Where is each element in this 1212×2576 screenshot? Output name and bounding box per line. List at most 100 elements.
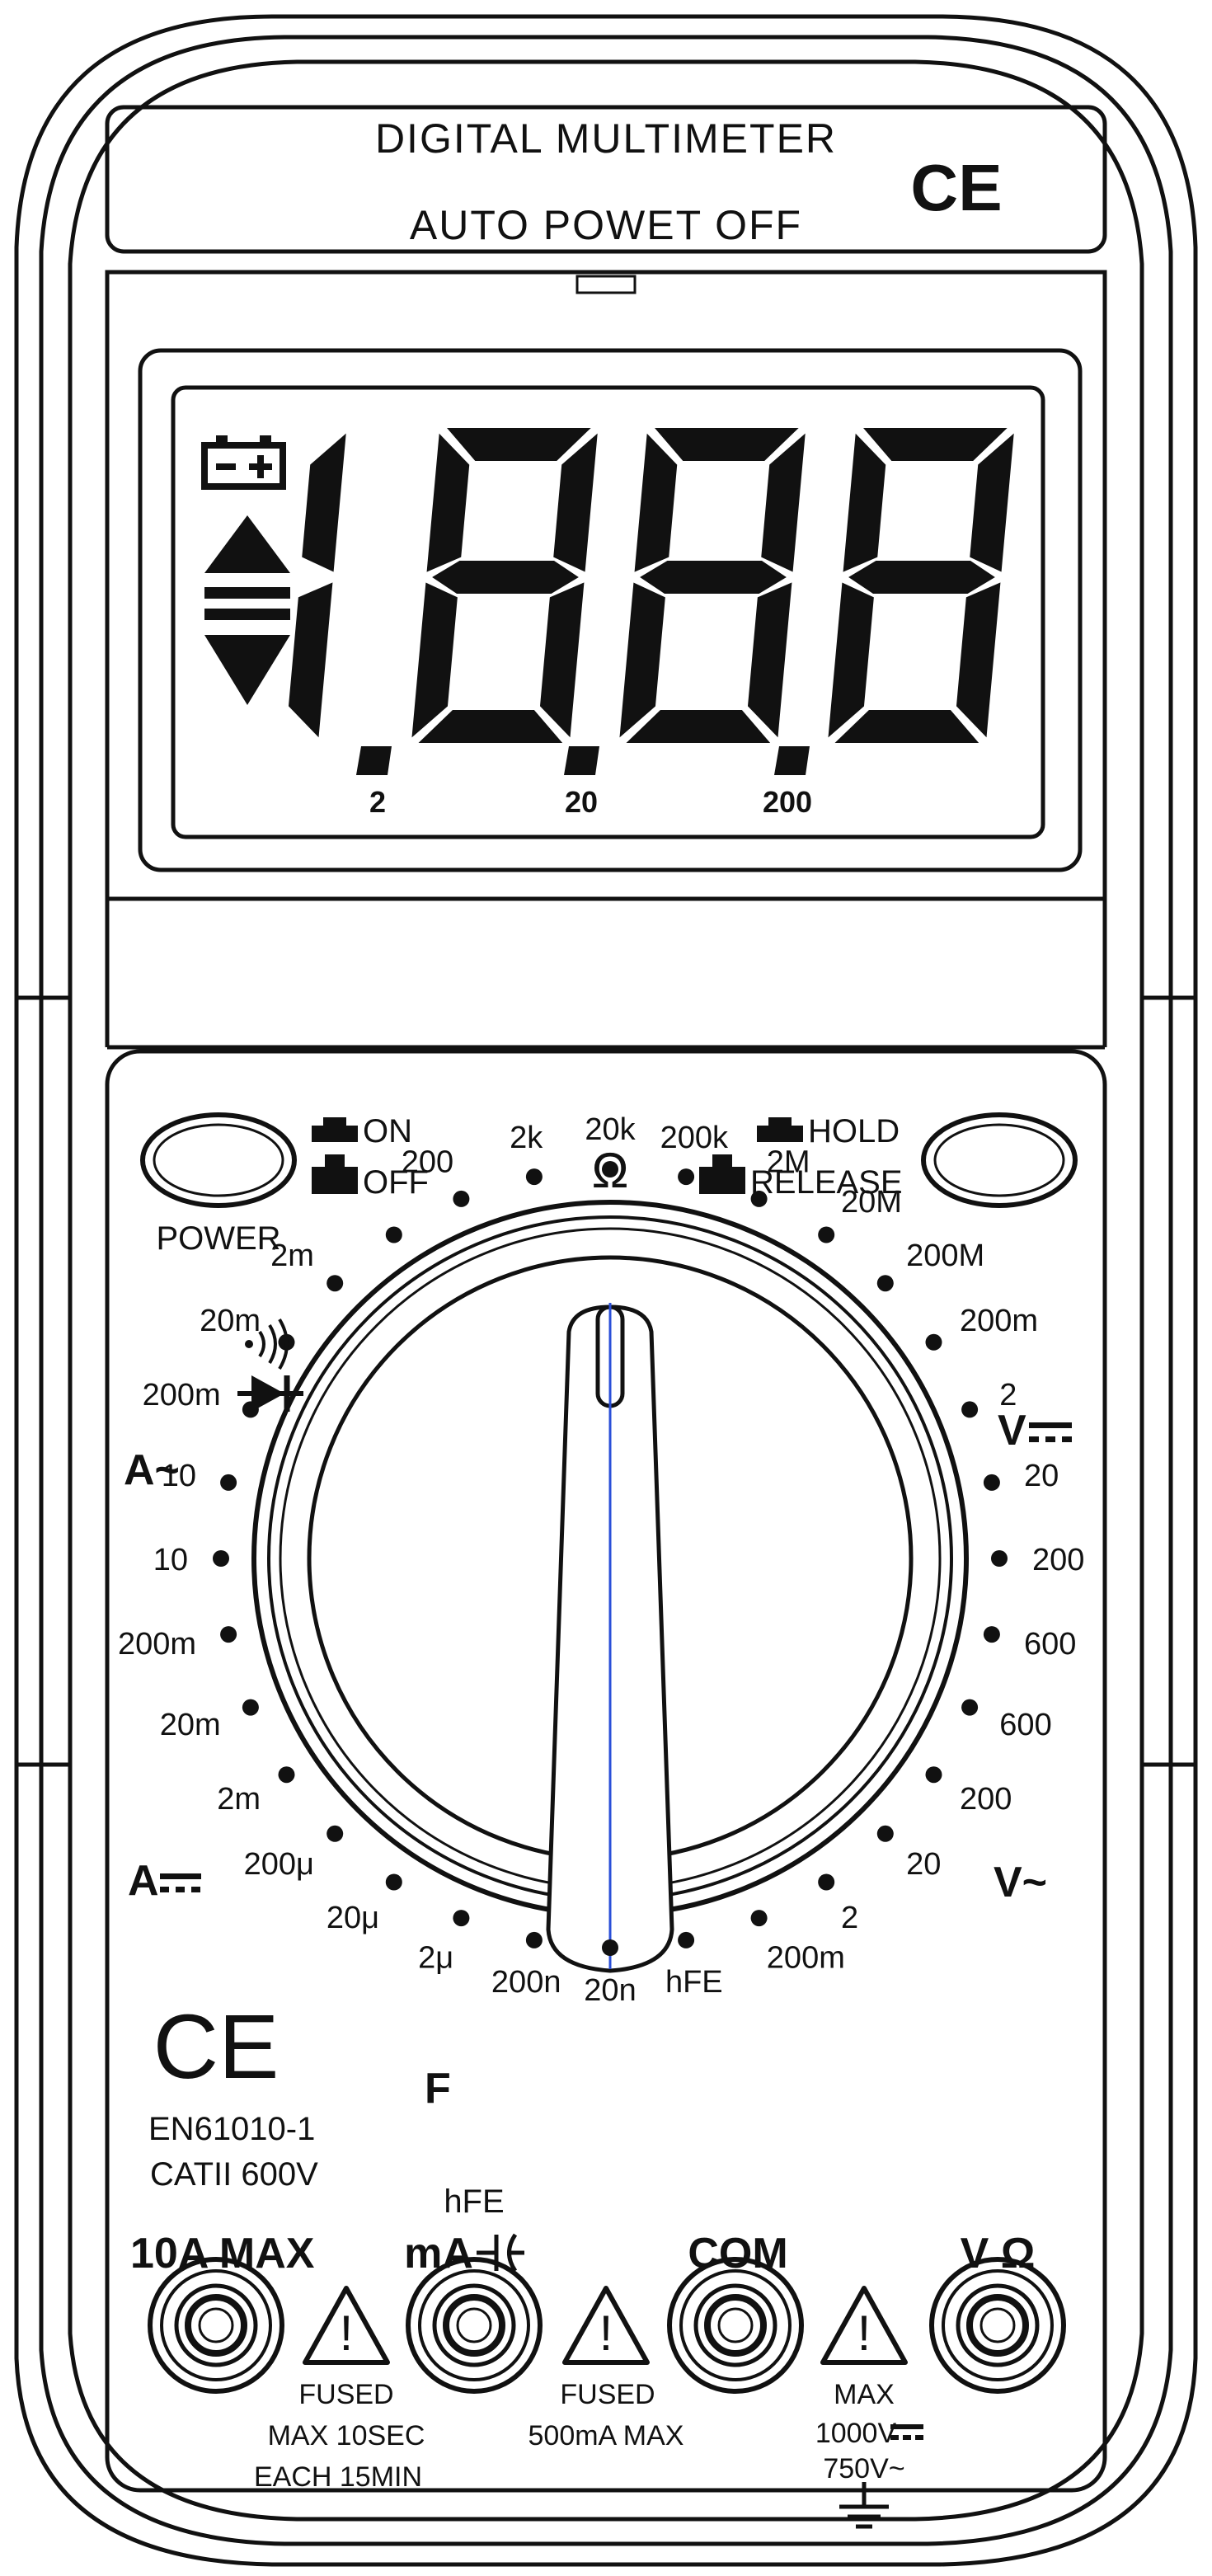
dial-position-dot[interactable] <box>220 1626 237 1643</box>
dial-position-dot[interactable] <box>385 1226 402 1243</box>
dial-position-dot[interactable] <box>961 1401 979 1418</box>
range-label-v-ac: V~ <box>994 1859 1047 1906</box>
header-plate: DIGITAL MULTIMETER AUTO POWET OFF CE <box>105 105 1107 294</box>
standard-label: EN61010-1 <box>148 2111 315 2147</box>
hold-button[interactable] <box>921 1112 1078 1208</box>
dial-position-dot[interactable] <box>750 1910 768 1927</box>
dial-position-dot[interactable] <box>678 1931 695 1948</box>
dial-position-dot[interactable] <box>453 1190 470 1207</box>
dial-position-dot[interactable] <box>983 1626 1000 1643</box>
decimal-point-3 <box>774 746 810 775</box>
meter-body <box>14 14 1198 2567</box>
dial-position-dot[interactable] <box>278 1766 295 1784</box>
dial-position-dot[interactable] <box>213 1550 229 1567</box>
front-panel <box>105 1049 1107 2493</box>
dial-position-dot[interactable] <box>453 1910 470 1927</box>
dial-position-label: 600 <box>999 1708 1051 1742</box>
power-button[interactable] <box>140 1112 297 1208</box>
lcd-segment-f <box>426 433 470 572</box>
lcd-segment-e <box>828 582 874 738</box>
lcd-panel: 2 20 200 <box>201 428 1014 819</box>
rotary-dial[interactable] <box>251 1200 969 1973</box>
dial-position-label: 20n <box>584 1973 636 2008</box>
equals-icon <box>204 587 290 599</box>
lcd-segment-f <box>634 433 678 572</box>
dial-position-dot[interactable] <box>750 1190 768 1207</box>
dial-position-label: 200 <box>960 1782 1012 1817</box>
jack-labels: 10A MAX hFE mA COM V Ω <box>130 2183 1035 2278</box>
lcd-segment-b <box>970 433 1014 572</box>
dial-position-label: 600 <box>1024 1627 1076 1662</box>
dial-position-label: 20 <box>906 1847 941 1882</box>
lcd-segment-g <box>432 561 579 594</box>
dial-position-label: 200m <box>960 1304 1038 1338</box>
display-housing <box>105 270 1107 1050</box>
lcd-segment-d <box>418 710 563 743</box>
jack1-fused-label: FUSED <box>298 2379 393 2410</box>
dial-position-label: 10 <box>153 1543 188 1577</box>
lcd-digit <box>619 428 806 743</box>
dial-position-label: 20μ <box>326 1901 379 1935</box>
dial-position-dot[interactable] <box>385 1873 402 1891</box>
dial-position-dot[interactable] <box>220 1474 237 1491</box>
dial-position-label: 2μ <box>418 1940 453 1975</box>
header-title: DIGITAL MULTIMETER <box>375 115 837 162</box>
input-jack[interactable] <box>148 2257 284 2394</box>
range-label-farad: F <box>425 2065 451 2113</box>
dc-symbol-icon <box>1029 1422 1072 1442</box>
dial-position-dot[interactable] <box>525 1168 543 1186</box>
dial-position-dot[interactable] <box>925 1766 942 1784</box>
dial-position-dot[interactable] <box>818 1226 835 1243</box>
dial-positions: 200k2M20M200M200m220200600600200202200mh… <box>118 1112 1084 2008</box>
power-button-group[interactable]: POWER ON OFF <box>140 1112 429 1257</box>
dial-position-label: 200k <box>660 1121 729 1155</box>
dial-position-dot[interactable] <box>326 1825 344 1842</box>
dial-position-dot[interactable] <box>818 1873 835 1891</box>
lcd-segment-c <box>288 582 333 738</box>
battery-icon <box>201 435 286 490</box>
range-label-a-dc: A <box>128 1857 159 1905</box>
hold-button-group[interactable]: HOLD RELEASE <box>699 1112 1078 1208</box>
lcd-segment-g <box>848 561 995 594</box>
input-jack[interactable] <box>406 2257 543 2394</box>
decimal-point-2 <box>564 746 599 775</box>
lcd-digit <box>828 428 1014 743</box>
lcd-segment-g <box>640 561 787 594</box>
jack4-max-label: MAX <box>834 2379 895 2410</box>
continuity-buzzer-icon <box>245 1318 289 1370</box>
dial-position-dot[interactable] <box>678 1168 695 1186</box>
input-jack[interactable] <box>929 2257 1066 2394</box>
dial-position-dot[interactable] <box>602 1161 618 1178</box>
decimal-point-1 <box>356 746 392 775</box>
warning-icon: ! <box>820 2286 908 2365</box>
ce-mark: CE <box>153 1996 280 2098</box>
lcd-segment-d <box>834 710 979 743</box>
jack1-warning-line-1: MAX 10SEC <box>268 2420 425 2451</box>
dial-position-dot[interactable] <box>925 1333 942 1351</box>
lcd-digit <box>411 428 598 743</box>
dial-position-dot[interactable] <box>242 1699 259 1716</box>
dial-position-dot[interactable] <box>991 1550 1008 1567</box>
range-label-a-ac: A~ <box>124 1446 180 1494</box>
dial-position-label: 200m <box>143 1378 221 1413</box>
dial-position-dot[interactable] <box>326 1275 344 1292</box>
lcd-digits <box>288 428 1014 743</box>
header-ce-mark: CE <box>910 151 1002 224</box>
dial-position-label: 200m <box>767 1940 845 1975</box>
dial-position-label: hFE <box>665 1965 723 2000</box>
range-label-v-dc: V <box>998 1407 1026 1455</box>
dial-position-label: 20M <box>841 1185 902 1220</box>
dial-position-dot[interactable] <box>876 1825 894 1842</box>
lcd-segment-a <box>863 428 1008 461</box>
input-jack[interactable] <box>667 2257 804 2394</box>
dial-position-dot[interactable] <box>602 1939 618 1956</box>
ground-icon <box>839 2482 889 2529</box>
lcd-segment-b <box>553 433 598 572</box>
dial-position-dot[interactable] <box>983 1474 1000 1491</box>
dial-position-dot[interactable] <box>525 1931 543 1948</box>
dial-position-label: 2m <box>217 1782 261 1817</box>
dial-position-dot[interactable] <box>961 1699 979 1716</box>
power-label: POWER <box>156 1220 280 1257</box>
dial-position-dot[interactable] <box>876 1275 894 1292</box>
